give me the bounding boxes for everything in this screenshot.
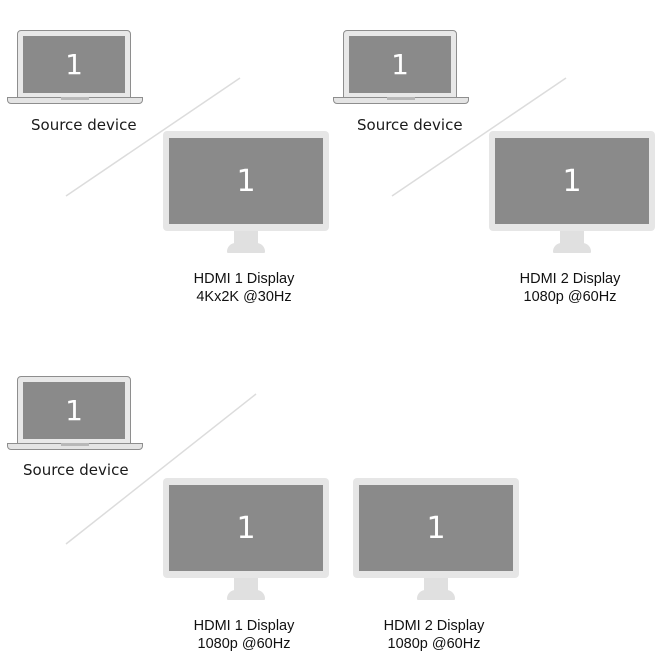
laptop-lid: 1 [343,30,457,98]
monitor-stand-neck [234,578,258,592]
monitor-screen: 1 [495,138,649,224]
display-monitor: 1 [163,478,329,606]
laptop-screen: 1 [23,382,125,439]
display-monitor: 1 [489,131,655,259]
laptop-screen: 1 [23,36,125,93]
display-caption: HDMI 1 Display 1080p @60Hz [154,617,334,653]
laptop-lid: 1 [17,376,131,444]
monitor-stand-neck [424,578,448,592]
source-device-label: Source device [357,116,463,134]
source-laptop: 1 [333,30,469,105]
display-caption: HDMI 2 Display 1080p @60Hz [344,617,524,653]
monitor-stand-foot [227,243,265,253]
display-mode: 1080p @60Hz [523,289,617,305]
display-monitor: 1 [353,478,519,606]
display-caption: HDMI 1 Display 4Kx2K @30Hz [154,270,334,306]
display-mode: 4Kx2K @30Hz [196,289,292,305]
display-mode: 1080p @60Hz [387,636,481,652]
monitor-bezel: 1 [163,478,329,578]
monitor-stand-neck [560,231,584,245]
source-laptop: 1 [7,30,143,105]
monitor-screen: 1 [169,138,323,224]
monitor-stand-foot [417,590,455,600]
display-name: HDMI 1 Display [193,271,295,287]
display-caption: HDMI 2 Display 1080p @60Hz [480,270,660,306]
connection-line-panel-2 [391,77,567,197]
display-name: HDMI 2 Display [519,271,621,287]
monitor-screen: 1 [359,485,513,571]
connection-line-panel-3 [65,393,257,545]
display-mode: 1080p @60Hz [197,636,291,652]
source-device-label: Source device [23,461,129,479]
monitor-stand-foot [553,243,591,253]
connection-line-panel-1 [65,77,241,197]
source-device-label: Source device [31,116,137,134]
display-monitor: 1 [163,131,329,259]
monitor-bezel: 1 [163,131,329,231]
monitor-bezel: 1 [489,131,655,231]
monitor-bezel: 1 [353,478,519,578]
laptop-lid: 1 [17,30,131,98]
laptop-notch [61,443,89,446]
laptop-notch [387,97,415,100]
monitor-screen: 1 [169,485,323,571]
monitor-stand-neck [234,231,258,245]
display-name: HDMI 2 Display [383,618,485,634]
monitor-stand-foot [227,590,265,600]
display-name: HDMI 1 Display [193,618,295,634]
source-laptop: 1 [7,376,143,451]
laptop-notch [61,97,89,100]
laptop-screen: 1 [349,36,451,93]
